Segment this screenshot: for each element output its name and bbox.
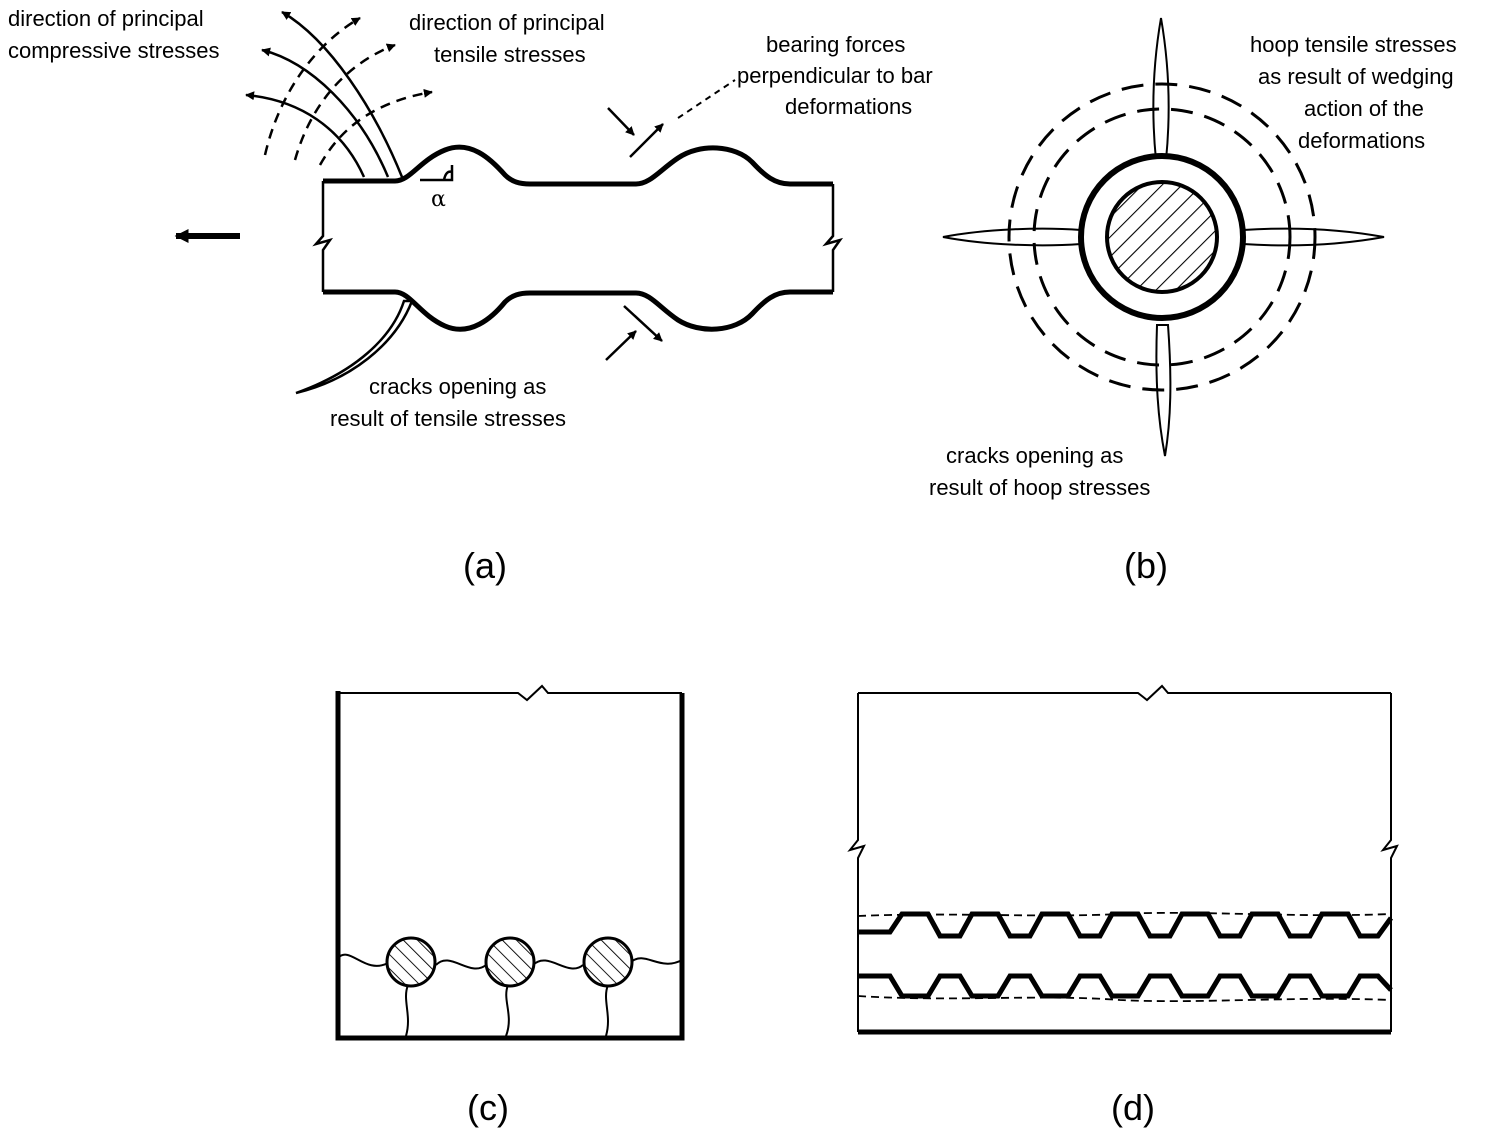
angle-alpha-mark [420,165,454,182]
tensile-stress-line [263,16,361,156]
vertical-crack [405,984,409,1037]
angle-alpha-label: α [431,187,446,212]
caption-c: (c) [467,1087,509,1128]
rebar-deformations-upper [858,911,1394,939]
label-hoop: as result of wedging [1258,64,1454,89]
panel-b: hoop tensile stresses as result of wedgi… [929,17,1457,586]
hoop-stress-circle-outer [1007,82,1317,392]
bearing-force-arrow [607,107,635,136]
rebar-section [385,936,437,988]
rebar-deformations-lower [858,973,1393,999]
member-right-edge [1380,693,1399,1032]
bearing-leader-line [677,79,736,119]
bearing-force-arrow [629,123,664,158]
label-cracks-hoop: cracks opening as [946,443,1123,468]
label-cracks: cracks opening as [369,374,546,399]
caption-d: (d) [1111,1087,1155,1128]
vertical-crack [505,984,510,1037]
label-cracks: result of tensile stresses [330,406,566,431]
label-compressive: direction of principal [8,6,204,31]
label-cracks-hoop: result of hoop stresses [929,475,1150,500]
compressive-stress-line [245,91,366,178]
rebar-section [484,936,536,988]
hoop-stress-circle-inner [1032,107,1292,367]
panel-c: (c) [335,684,685,1128]
label-bearing: deformations [785,94,912,119]
label-hoop: deformations [1298,128,1425,153]
radial-crack-top [1152,17,1170,161]
panel-d: (d) [847,684,1399,1128]
vertical-crack [605,984,609,1037]
bearing-force-arrow [623,305,663,342]
label-tensile: direction of principal [409,10,605,35]
bar-core-section [1105,180,1219,294]
rebar-section [582,936,634,988]
caption-b: (b) [1124,545,1168,586]
crack-line-lower [857,995,1392,1003]
splitting-crack-line [337,953,683,970]
bar-break-right [822,184,844,292]
bar-break-left [312,181,334,292]
member-top-edge [858,684,1391,702]
crack-opening [295,299,414,395]
deformed-bar-outline [323,144,833,332]
compressive-stress-line [261,47,390,178]
label-bearing: perpendicular to bar [737,63,933,88]
tensile-stress-line [293,43,396,161]
bearing-force-arrow [605,330,637,361]
compressive-stress-line [281,10,404,178]
section-top-edge [338,684,682,702]
member-left-edge [847,693,866,1032]
label-hoop: action of the [1304,96,1424,121]
radial-crack-left [942,227,1082,247]
label-compressive: compressive stresses [8,38,220,63]
caption-a: (a) [463,545,507,586]
crack-line-upper [857,911,1392,917]
panel-a: α direction of principal compressive str… [8,6,933,586]
tensile-stress-line [318,88,433,166]
section-outline [335,691,685,1041]
label-bearing: bearing forces [766,32,905,57]
label-hoop: hoop tensile stresses [1250,32,1457,57]
label-tensile: tensile stresses [434,42,586,67]
